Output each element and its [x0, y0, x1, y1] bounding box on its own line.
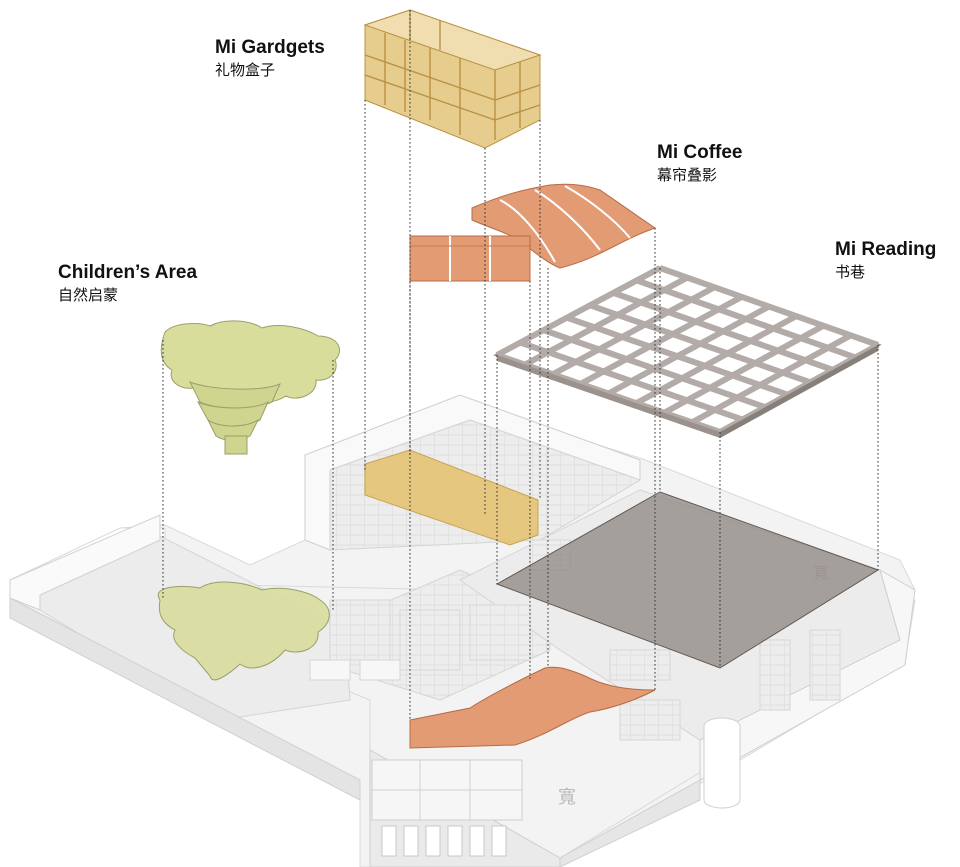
zone-label-gadgets: Mi Gardgets 礼物盒子	[215, 36, 325, 80]
kuan-sign-hall: 寬	[813, 564, 829, 582]
zone-title: Children’s Area	[58, 262, 198, 283]
building-model: 寬 寬	[9, 394, 916, 867]
bar-stools	[381, 825, 507, 857]
kuan-sign: 寬	[558, 787, 576, 807]
coffee-floor-plate	[409, 666, 656, 749]
zone-subtitle: 书巷	[835, 263, 866, 281]
zone-label-coffee: Mi Coffee 幕帘叠影	[657, 141, 743, 185]
zone-label-reading: Mi Reading 书巷	[835, 238, 936, 282]
children-floor-plate	[157, 581, 330, 681]
round-pillar	[703, 717, 741, 809]
zone-label-children: Children’s Area 自然启蒙	[58, 261, 197, 305]
zone-subtitle: 自然启蒙	[58, 286, 119, 304]
coffee-floating-canopy	[409, 183, 657, 282]
zone-title: Mi Gardgets	[215, 37, 325, 58]
gadgets-floating-frame	[363, 9, 542, 149]
projection-leader-lines	[162, 10, 879, 720]
children-floating-tree	[160, 320, 340, 455]
zone-subtitle: 幕帘叠影	[657, 166, 718, 184]
zone-subtitle: 礼物盒子	[215, 61, 276, 79]
zone-title: Mi Coffee	[657, 142, 743, 163]
zone-title: Mi Reading	[835, 239, 937, 260]
reading-floating-grid	[493, 265, 882, 438]
